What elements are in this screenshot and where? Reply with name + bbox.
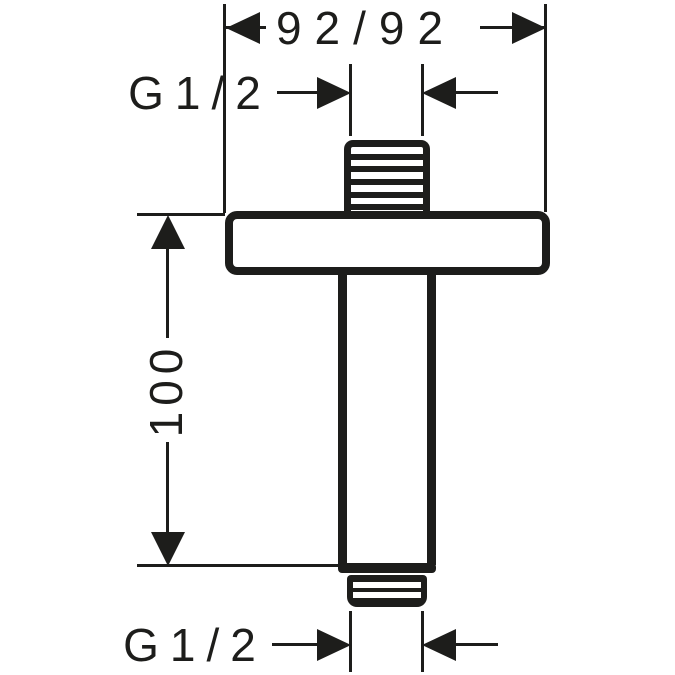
arm-length-extension-line-top — [137, 213, 225, 216]
shower-arm-pipe — [338, 270, 436, 565]
thread-groove — [353, 592, 421, 598]
thread-ridge — [351, 204, 423, 211]
arrow-left-icon — [422, 77, 456, 109]
top-thread-label: G1/2 — [128, 67, 272, 119]
bottom-thread-connector — [347, 575, 427, 607]
thread-groove — [353, 582, 421, 588]
bottom-thread-dimension-line-right — [456, 643, 498, 646]
arrow-down-icon — [151, 532, 185, 566]
arrow-right-icon — [512, 12, 546, 44]
thread-ridge — [351, 178, 423, 185]
arrow-up-icon — [151, 215, 185, 249]
top-thread-connector — [344, 140, 430, 217]
top-thread-extension-line-left — [349, 64, 352, 136]
ceiling-plate — [225, 211, 550, 275]
arrow-right-icon — [317, 629, 351, 661]
plate-width-extension-line-right — [544, 4, 547, 212]
pipe-end-rim — [338, 563, 436, 573]
thread-ridge — [351, 191, 423, 198]
arrow-left-icon — [422, 629, 456, 661]
arrow-right-icon — [317, 77, 351, 109]
arm-length-dimension-line-lower — [166, 442, 169, 534]
top-thread-extension-line-right — [421, 64, 424, 136]
bottom-thread-dimension-line-left — [272, 643, 317, 646]
thread-ridge — [351, 153, 423, 160]
plate-width-value: 92/92 — [275, 2, 457, 54]
top-thread-dimension-line-right — [456, 91, 498, 94]
arrow-left-icon — [226, 12, 260, 44]
arm-length-extension-line-bottom — [137, 564, 339, 567]
top-thread-dimension-line-left — [277, 91, 317, 94]
arm-length-value: 100 — [140, 342, 192, 438]
thread-ridge — [351, 166, 423, 173]
arm-length-dimension-line-upper — [166, 246, 169, 338]
bottom-thread-label: G1/2 — [123, 619, 267, 671]
plate-width-extension-line-left — [223, 4, 226, 213]
